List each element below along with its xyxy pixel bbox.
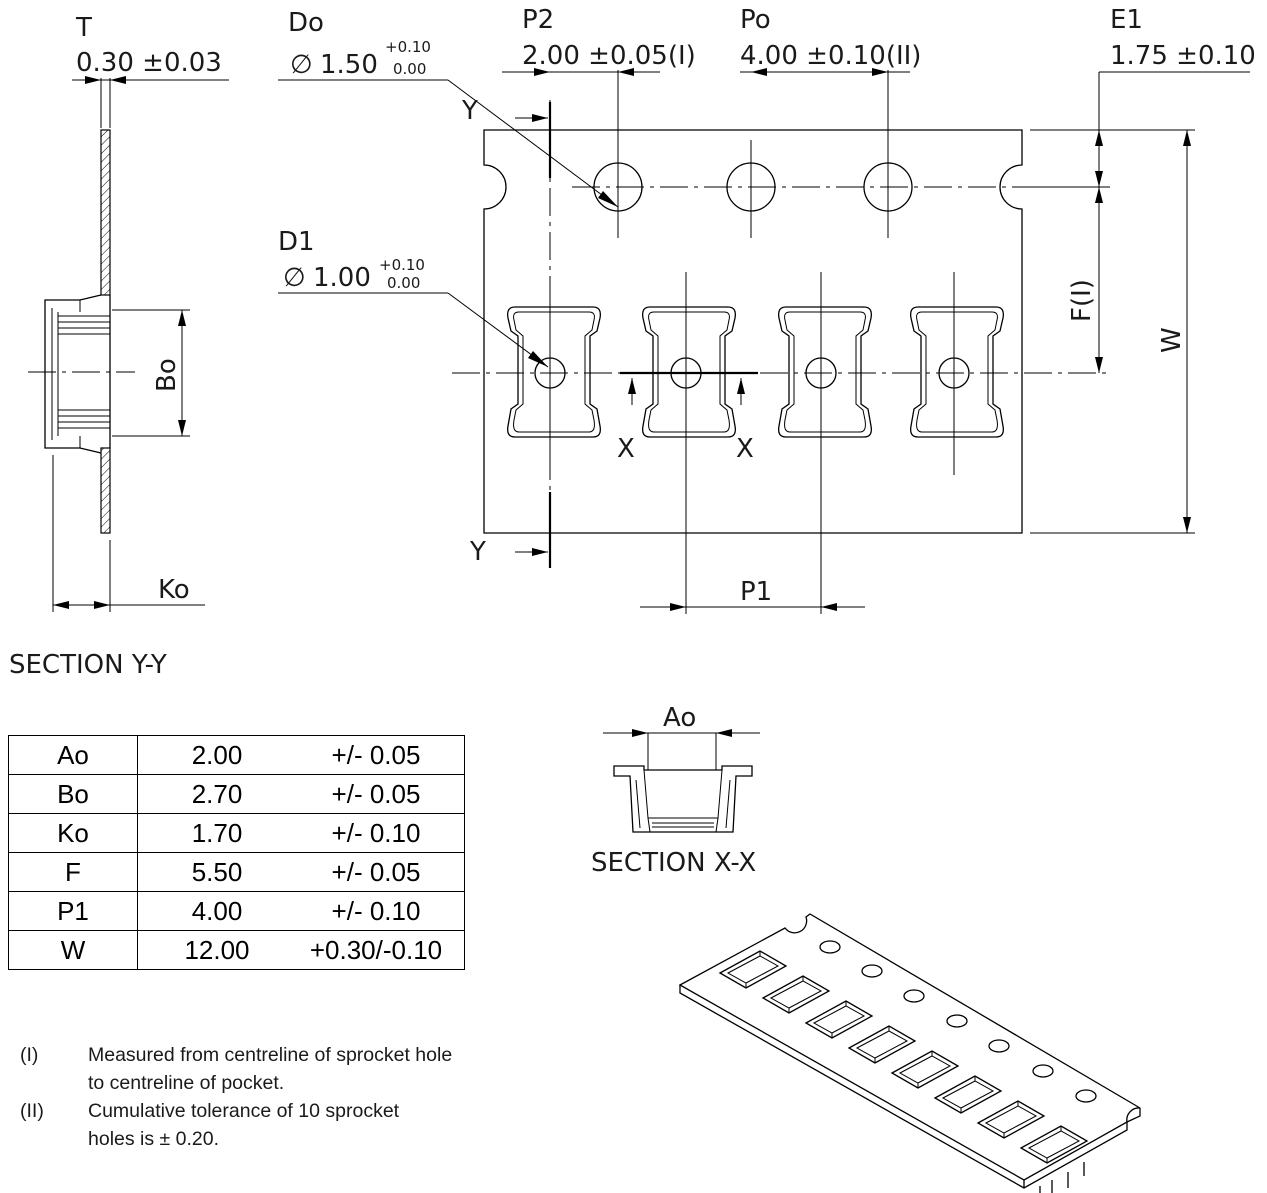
footnote-line: Measured from centreline of sprocket hol… — [88, 1044, 453, 1066]
param-cell: Ao — [8, 735, 138, 775]
dimension-table: Ao 2.00 +/- 0.05 Bo 2.70 +/- 0.05 Ko 1.70 +… — [8, 735, 465, 970]
param-cell: Bo — [8, 774, 138, 814]
table-row: Ko 1.70 +/- 0.10 — [8, 813, 465, 853]
label-do-value: 1.50 — [320, 50, 378, 80]
param-cell: F — [8, 852, 138, 892]
section-xx-title: SECTION X-X — [591, 848, 756, 878]
table-row: Bo 2.70 +/- 0.05 — [8, 774, 465, 814]
nominal-cell: 12.00 — [184, 934, 250, 965]
table-row: Ao 2.00 +/- 0.05 — [8, 735, 465, 775]
label-ko: Ko — [158, 575, 190, 605]
iso-pockets — [718, 950, 1089, 1193]
label-y-bottom: Y — [469, 537, 486, 567]
label-do-diameter-symbol: ∅ — [290, 50, 313, 80]
nominal-cell: 2.70 — [191, 778, 243, 809]
label-f: F(I) — [1067, 279, 1097, 322]
tolerance-cell: +/- 0.10 — [331, 817, 421, 848]
footnote-line: Cumulative tolerance of 10 sprocket — [88, 1100, 400, 1122]
tolerance-cell: +0.30/-0.10 — [309, 934, 443, 965]
label-po: Po — [740, 5, 771, 35]
table-row: W 12.00 +0.30/-0.10 — [8, 930, 465, 970]
label-e1: E1 — [1110, 5, 1143, 35]
label-ao: Ao — [663, 703, 696, 733]
param-cell: W — [8, 930, 138, 970]
label-w: W — [1157, 327, 1187, 353]
footnote-line: to centreline of pocket. — [88, 1072, 285, 1094]
tolerance-cell: +/- 0.05 — [331, 856, 421, 887]
label-p2-value: 2.00 ±0.05(I) — [522, 41, 696, 71]
label-po-value: 4.00 ±0.10(II) — [740, 41, 921, 71]
tolerance-cell: +/- 0.05 — [331, 739, 421, 770]
tolerance-cell: +/- 0.05 — [331, 778, 421, 809]
nominal-cell: 2.00 — [191, 739, 243, 770]
label-d1: D1 — [278, 227, 315, 257]
label-p1: P1 — [740, 577, 772, 607]
label-do: Do — [288, 8, 324, 38]
footnote: (I) Measured from centreline of sprocket… — [20, 1041, 508, 1097]
table-row: P1 4.00 +/- 0.10 — [8, 891, 465, 931]
footnotes: (I) Measured from centreline of sprocket… — [20, 1041, 508, 1153]
footnote-mark: (I) — [20, 1044, 39, 1066]
label-do-tol-minus: 0.00 — [393, 60, 426, 78]
label-d1-diameter-symbol: ∅ — [283, 263, 306, 293]
tape-top-view — [278, 68, 1250, 614]
label-y-top: Y — [461, 96, 478, 126]
label-e1-value: 1.75 ±0.10 — [1110, 41, 1256, 71]
param-cell: Ko — [8, 813, 138, 853]
section-yy-profile — [28, 76, 229, 612]
label-x-right: X — [736, 434, 754, 464]
section-xx-profile — [603, 729, 760, 833]
param-cell: P1 — [8, 891, 138, 931]
label-t: T — [75, 13, 92, 43]
nominal-cell: 1.70 — [191, 817, 243, 848]
tolerance-cell: +/- 0.10 — [331, 895, 421, 926]
tape-isometric-view — [678, 913, 1141, 1193]
label-do-tol-plus: +0.10 — [385, 38, 431, 56]
section-yy-title: SECTION Y-Y — [9, 650, 167, 680]
table-row: F 5.50 +/- 0.05 — [8, 852, 465, 892]
footnote-mark: (II) — [20, 1100, 44, 1122]
label-p2: P2 — [522, 5, 554, 35]
label-bo: Bo — [152, 358, 182, 392]
nominal-cell: 5.50 — [191, 856, 243, 887]
label-d1-tol-plus: +0.10 — [379, 256, 425, 274]
pocket — [778, 306, 872, 438]
pocket — [910, 306, 1004, 438]
label-d1-value: 1.00 — [313, 263, 371, 293]
footnote: (II) Cumulative tolerance of 10 sprocket… — [20, 1097, 508, 1153]
pocket — [507, 306, 601, 438]
dimension-labels: T 0.30 ±0.03 Do ∅ 1.50 +0.10 0.00 D1 ∅ 1… — [9, 5, 1256, 878]
iso-sprocket-holes — [819, 940, 1097, 1103]
footnote-line: holes is ± 0.20. — [88, 1128, 220, 1150]
label-x-left: X — [617, 434, 635, 464]
label-d1-tol-minus: 0.00 — [387, 274, 420, 292]
label-t-value: 0.30 ±0.03 — [76, 48, 222, 78]
nominal-cell: 4.00 — [191, 895, 243, 926]
